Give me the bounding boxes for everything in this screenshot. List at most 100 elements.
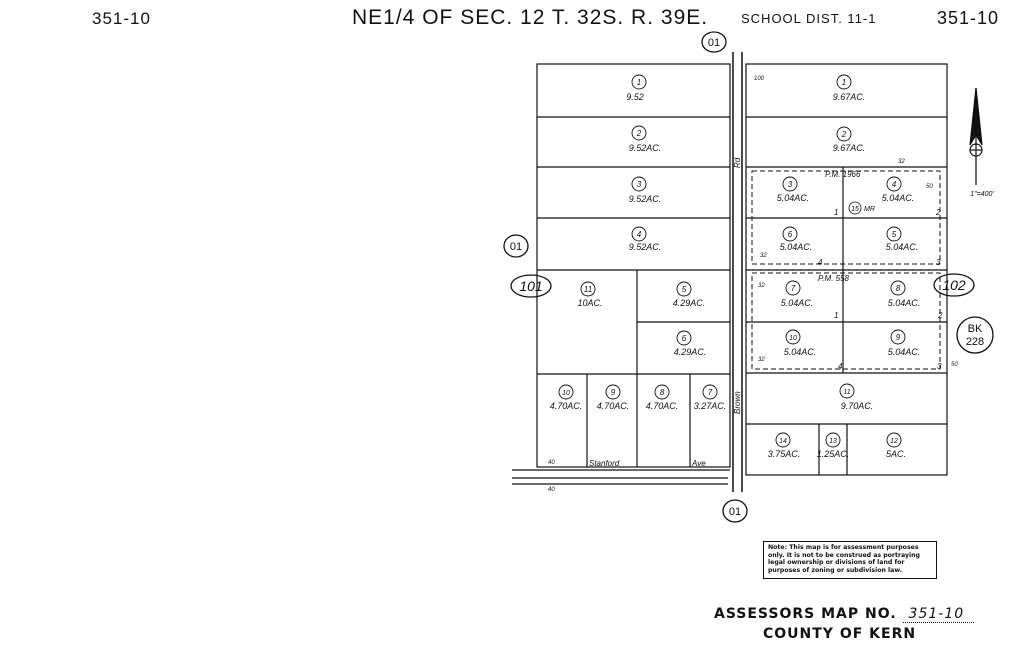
- parcel-number: 6: [682, 334, 687, 343]
- side-1-a: 1: [834, 208, 838, 217]
- parcel-area: 4.70AC.: [597, 401, 630, 411]
- parcel-area: 4.29AC.: [673, 298, 706, 308]
- east-parcel-labels: 1 9.67AC. 2 9.67AC. 3 5.04AC. 4 5.04AC. …: [768, 78, 921, 459]
- parcel-number: 8: [660, 388, 665, 397]
- dim-40-b: 40: [548, 487, 555, 493]
- side-3-a: 3: [936, 258, 941, 267]
- parcel-area: 9.67AC.: [833, 143, 866, 153]
- book-label-num: 228: [966, 336, 984, 348]
- route-label-left: 01: [510, 241, 522, 253]
- route-bubble-bottom: [722, 499, 748, 523]
- book-label-bk: BK: [968, 323, 983, 335]
- route-bubble-top: [701, 31, 727, 53]
- parcel-area: 9.52AC.: [629, 242, 662, 252]
- dim-32-c: 32: [758, 283, 765, 289]
- parcel-number: 2: [841, 130, 847, 139]
- adjacent-map-right: 102: [942, 277, 966, 293]
- pm-558-label: P.M. 558: [818, 274, 850, 283]
- parcel-number: 12: [890, 438, 898, 445]
- parcel-area: 5.04AC.: [886, 242, 919, 252]
- parcel-area: 5AC.: [886, 449, 906, 459]
- route-label-top: 01: [708, 37, 720, 49]
- map-no-value: 351-10: [902, 606, 975, 623]
- brown-label: Brown: [733, 391, 742, 414]
- west-block-lines: [536, 63, 731, 468]
- pm-1966-label: P.M. 1966: [825, 170, 861, 179]
- parcel-area: 4.70AC.: [550, 401, 583, 411]
- side-2-a: 2: [935, 208, 941, 217]
- school-district: SCHOOL DIST. 11-1: [741, 11, 877, 26]
- parcel-number: 7: [791, 284, 796, 293]
- parcel-area: 9.52AC.: [629, 143, 662, 153]
- adjacent-map-right-bubble: [933, 273, 975, 297]
- side-2-b: 2: [937, 311, 943, 320]
- side-1-b: 1: [834, 311, 838, 320]
- dim-32-b: 32: [760, 253, 767, 259]
- dim-32-a: 32: [898, 159, 905, 165]
- route-label-bottom: 01: [729, 506, 741, 518]
- map-code-left: 351-10: [92, 9, 151, 28]
- dim-50-a: 50: [926, 184, 933, 190]
- adjacent-map-left-bubble: [510, 274, 552, 298]
- parcel-area: 1.25AC.: [817, 449, 850, 459]
- parcel-number: 6: [788, 230, 793, 239]
- parcel-number: 9: [896, 333, 901, 342]
- parcel-area: 3.27AC.: [694, 401, 727, 411]
- map-title: NE1/4 OF SEC. 12 T. 32S. R. 39E.: [352, 6, 709, 29]
- parcel-area: 10AC.: [577, 298, 602, 308]
- stanford-ave-lines: [512, 469, 730, 485]
- parcel-area: 9.52AC.: [629, 194, 662, 204]
- parcel-number: 9: [611, 388, 616, 397]
- parcel-area: 5.04AC.: [882, 193, 915, 203]
- west-parcel-labels: 1 9.52 2 9.52AC. 3 9.52AC. 4 9.52AC. 11 …: [550, 78, 727, 411]
- mr-label: MR: [864, 206, 875, 213]
- parcel-number: 2: [636, 129, 642, 138]
- parcel-number: 13: [829, 438, 837, 445]
- parcel-number: 1: [637, 78, 641, 87]
- side-3-b: 3: [937, 362, 942, 371]
- adjacent-map-left: 101: [519, 278, 542, 294]
- east-block-lines: [745, 63, 948, 476]
- mr-bubble: [848, 201, 862, 215]
- map-code-right: 351-10: [937, 8, 1000, 28]
- west-dimension-label: 40: [548, 460, 555, 466]
- parcel-number: 3: [637, 180, 642, 189]
- parcel-area: 5.04AC.: [781, 298, 814, 308]
- parcel-area: 5.04AC.: [780, 242, 813, 252]
- parcel-number: 10: [789, 335, 797, 342]
- assessment-note: Note: This map is for assessment purpose…: [763, 541, 937, 579]
- parcel-number-circles: [558, 74, 906, 448]
- assessors-map-no: ASSESSORS MAP NO. 351-10: [714, 606, 975, 623]
- map-no-label: ASSESSORS MAP NO.: [714, 606, 897, 622]
- parcel-map-boundaries: [751, 170, 941, 370]
- dim-100: 100: [754, 76, 765, 82]
- side-4-b: 4: [838, 362, 843, 371]
- parcel-number: 14: [779, 438, 787, 445]
- parcel-number: 10: [562, 390, 570, 397]
- parcel-number: 11: [584, 285, 592, 294]
- county-name: COUNTY OF KERN: [763, 626, 917, 642]
- parcel-area: 9.70AC.: [841, 401, 874, 411]
- parcel-number: 3: [788, 180, 793, 189]
- parcel-number: 4: [637, 230, 642, 239]
- parcel-area: 5.04AC.: [777, 193, 810, 203]
- side-4-a: 4: [818, 258, 823, 267]
- parcel-number: 7: [708, 388, 713, 397]
- stanford-ave-label: Stanford: [589, 459, 620, 468]
- ave-label: Ave: [691, 459, 706, 468]
- scale-label: 1"=400': [970, 191, 994, 198]
- brown-rd-lines: [732, 52, 743, 492]
- parcel-area: 9.67AC.: [833, 92, 866, 102]
- parcel-number: 5: [892, 230, 897, 239]
- parcel-area: 5.04AC.: [888, 347, 921, 357]
- parcel-area: 4.29AC.: [674, 347, 707, 357]
- north-arrow-icon: [969, 87, 983, 185]
- parcel-area: 3.75AC.: [768, 449, 801, 459]
- parcel-area: 5.04AC.: [888, 298, 921, 308]
- route-bubble-left: [503, 234, 529, 258]
- parcel-area: 5.04AC.: [784, 347, 817, 357]
- dim-50-b: 50: [951, 362, 958, 368]
- parcel-area: 4.70AC.: [646, 401, 679, 411]
- parcel-number: 8: [896, 284, 901, 293]
